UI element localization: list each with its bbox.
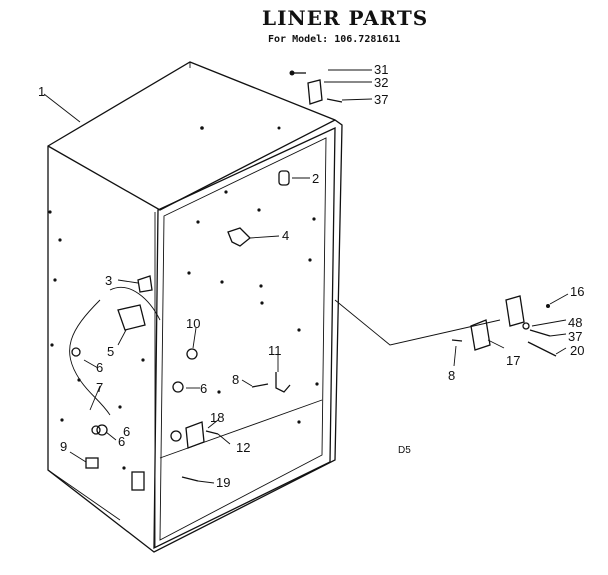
callout-3: 3 (105, 273, 112, 288)
callout-8b: 8 (448, 368, 455, 383)
diagram-title: LINER PARTS (262, 6, 429, 30)
part-32-hinge (307, 79, 323, 105)
part-3-clip (137, 275, 153, 293)
callout-18: 18 (210, 410, 224, 425)
part-18-bracket (185, 421, 205, 449)
callout-37a: 37 (374, 92, 388, 107)
leader-lines (43, 69, 569, 484)
callout-19: 19 (216, 475, 230, 490)
callout-32: 32 (374, 75, 388, 90)
callout-6d: 6 (123, 424, 130, 439)
part-7-grommet (91, 425, 101, 435)
callout-7: 7 (96, 380, 103, 395)
callout-5: 5 (107, 344, 114, 359)
callout-9: 9 (60, 439, 67, 454)
part-4-bracket (227, 227, 251, 247)
callout-4: 4 (282, 228, 289, 243)
callout-31: 31 (374, 62, 388, 77)
part-11-hook (275, 372, 291, 393)
callout-20: 20 (570, 343, 584, 358)
part-9-clip (85, 457, 99, 469)
callout-17: 17 (506, 353, 520, 368)
part-31-screw (289, 70, 306, 76)
part-6-grommets (71, 347, 184, 442)
part-2-plug (278, 170, 290, 186)
part-8-screw-left (251, 383, 269, 388)
mounting-holes (48, 126, 319, 470)
callout-16: 16 (570, 284, 584, 299)
callout-6c: 6 (118, 434, 125, 449)
model-number: For Model: 106.7281611 (268, 34, 401, 45)
part-19-screw (181, 476, 199, 482)
callout-11: 11 (268, 343, 282, 358)
callout-12: 12 (236, 440, 250, 455)
callout-10: 10 (186, 316, 200, 331)
part-10-grommet (186, 348, 198, 360)
callout-6b: 6 (200, 381, 207, 396)
callout-labels: 1 2 3 4 5 6 6 6 6 7 8 8 9 10 11 12 16 17… (38, 62, 584, 490)
callout-6a: 6 (96, 360, 103, 375)
callout-37b: 37 (568, 329, 582, 344)
callout-48: 48 (568, 315, 582, 330)
diagram-code: D5 (398, 445, 411, 456)
hinge-assembly (334, 295, 557, 357)
callout-2: 2 (312, 171, 319, 186)
part-12-screw (205, 430, 219, 435)
liner-body (47, 61, 343, 553)
part-5-harness (69, 286, 161, 416)
part-37-pin-top (326, 98, 343, 103)
part-9b-clip (131, 471, 145, 491)
callout-1: 1 (38, 84, 45, 99)
callout-8a: 8 (232, 372, 239, 387)
